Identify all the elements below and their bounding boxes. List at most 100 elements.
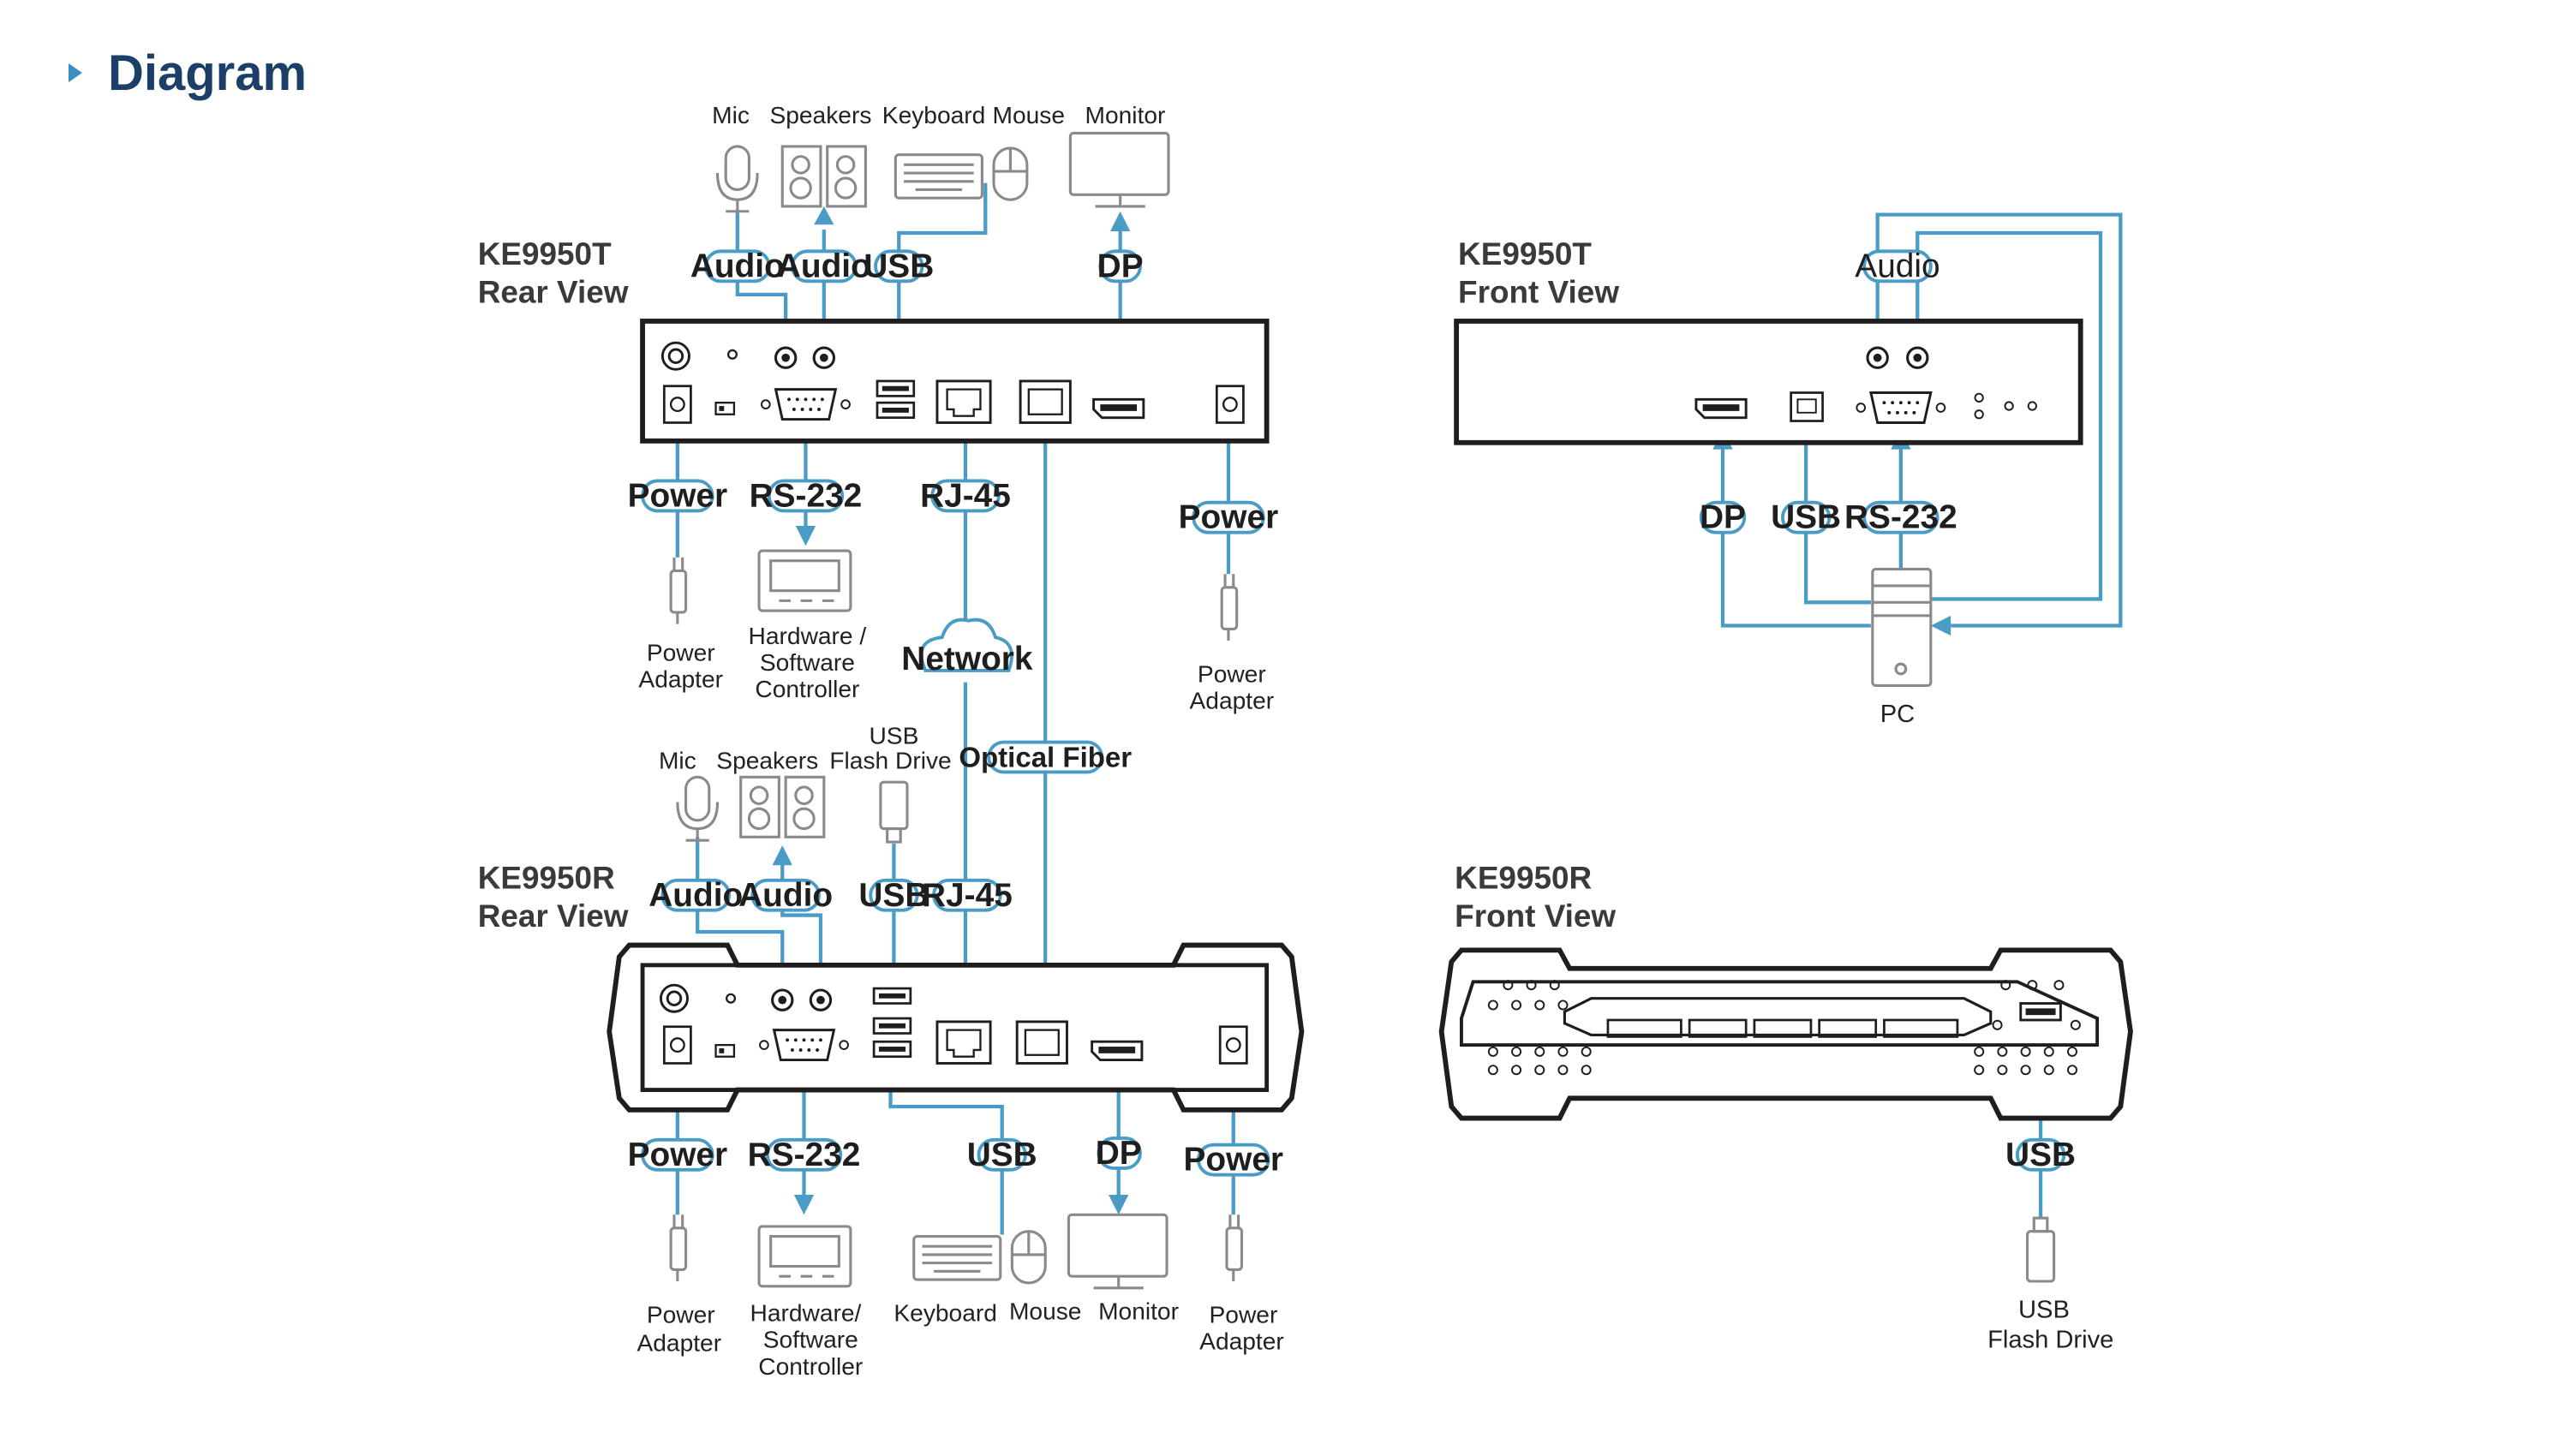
label-monitor: Monitor — [1098, 1298, 1179, 1325]
view-title-t-rear: KE9950T — [478, 236, 612, 272]
label-mic: Mic — [712, 101, 750, 128]
displayport-icon — [1091, 1040, 1144, 1062]
microphone-icon — [676, 775, 720, 842]
keyboard-icon — [912, 1234, 1002, 1281]
svg-text:Power: Power — [628, 1137, 728, 1173]
audio-port-icon — [771, 988, 794, 1011]
usb-port-icon — [872, 1040, 912, 1059]
power-adapter-icon — [669, 557, 688, 624]
pill-r-rs232: RS-232 — [748, 1137, 861, 1173]
svg-text:USB: USB — [1771, 499, 1841, 536]
label-mic: Mic — [659, 747, 696, 774]
ground-screw-icon — [659, 983, 689, 1013]
monitor-icon — [1068, 131, 1170, 208]
pill-tf-rs232: RS-232 — [1844, 499, 1957, 536]
power-jack-icon — [1215, 385, 1245, 424]
label-keyboard: Keyboard — [882, 101, 986, 128]
pill-t-mic-audio: Audio — [690, 248, 785, 284]
ke9950t-rear-unit — [640, 319, 1270, 444]
svg-text:Audio: Audio — [1855, 248, 1939, 284]
fiber-port-icon — [1019, 379, 1072, 424]
pill-t-power-right: Power — [1179, 499, 1279, 536]
triangle-bullet-icon — [69, 63, 82, 82]
audio-port-icon — [812, 346, 836, 369]
usb-port-icon — [872, 1017, 912, 1035]
audio-port-icon — [774, 346, 798, 369]
label-mouse: Mouse — [1009, 1298, 1082, 1325]
pill-r-power-right: Power — [1183, 1142, 1283, 1179]
ke9950t-front-unit — [1454, 319, 2083, 445]
svg-text:Audio: Audio — [648, 877, 743, 914]
rj45-port-icon — [935, 379, 992, 424]
front-button-row-icon — [1606, 1018, 1959, 1038]
pill-t-rs232: RS-232 — [750, 477, 863, 514]
pill-r-rj45: RJ-45 — [922, 877, 1013, 914]
view-title-r-front: KE9950R — [1455, 860, 1592, 895]
label-usb: USB — [869, 721, 918, 749]
pill-r-usb-kbm: USB — [967, 1137, 1037, 1173]
svg-text:USB: USB — [864, 248, 934, 284]
pc-tower-icon — [1871, 567, 1933, 688]
label-pc: PC — [1880, 701, 1915, 728]
section-header: Diagram — [69, 34, 307, 111]
label-controller: Controller — [758, 1352, 863, 1380]
pill-r-dp: DP — [1096, 1135, 1142, 1172]
label-adapter: Adapter — [637, 1329, 721, 1357]
label-adapter: Adapter — [638, 665, 723, 692]
label-adapter: Adapter — [1199, 1328, 1284, 1355]
label-speakers: Speakers — [769, 101, 871, 128]
svg-text:Power: Power — [628, 477, 728, 514]
microphone-icon — [715, 145, 759, 213]
usb-port-icon — [876, 379, 916, 397]
svg-text:USB: USB — [967, 1137, 1037, 1173]
arrow-t-to-speakers — [814, 206, 834, 225]
label-hardware: Hardware/ — [750, 1299, 862, 1327]
label-controller: Controller — [755, 675, 859, 702]
pill-r-usb-flash: USB — [858, 877, 929, 914]
device-labels: Mic Speakers Keyboard Mouse Monitor Powe… — [637, 101, 2113, 1380]
controller-icon — [757, 1225, 852, 1288]
arrow-r-to-monitor — [1109, 1194, 1129, 1215]
power-adapter-icon — [1220, 574, 1239, 641]
wire-tf-usb — [1803, 424, 1871, 605]
audio-port-icon — [1866, 346, 1889, 369]
displayport-icon — [1092, 397, 1145, 420]
ke9950r-rear-unit — [607, 942, 1305, 1113]
led-indicator-icon — [1974, 392, 2037, 420]
svg-text:Audio: Audio — [777, 248, 871, 284]
label-software: Software — [763, 1326, 858, 1353]
pill-t-dp: DP — [1097, 248, 1144, 284]
svg-text:RS-232: RS-232 — [1844, 499, 1957, 536]
power-adapter-icon — [669, 1214, 688, 1281]
label-hardware: Hardware / — [749, 622, 867, 649]
label-software: Software — [760, 648, 855, 676]
view-title-r-rear: KE9950R — [478, 860, 615, 895]
pill-t-power-left: Power — [628, 477, 728, 514]
arrow-tf-to-pc — [1930, 615, 1951, 636]
reset-hole-icon — [726, 993, 737, 1004]
mouse-icon — [1010, 1230, 1047, 1285]
label-power: Power — [1210, 1301, 1278, 1328]
view-subtitle-r-rear: Rear View — [478, 898, 629, 934]
network-cloud: Network — [901, 618, 1033, 677]
led-grid-right-icon — [1974, 980, 2081, 1076]
svg-text:RS-232: RS-232 — [750, 477, 863, 514]
svg-text:Network: Network — [901, 641, 1033, 677]
view-subtitle-t-front: Front View — [1458, 275, 1619, 310]
keyboard-icon — [894, 153, 983, 200]
displayport-icon — [1694, 397, 1748, 420]
speakers-icon — [739, 775, 826, 838]
svg-text:RJ-45: RJ-45 — [922, 877, 1013, 914]
usb-b-port-icon — [1790, 391, 1824, 422]
svg-text:Optical Fiber: Optical Fiber — [959, 742, 1132, 773]
dip-switch-icon — [714, 1043, 736, 1058]
reset-hole-icon — [726, 349, 738, 360]
arrow-r-to-speakers — [772, 844, 792, 866]
pill-t-speaker-audio: Audio — [777, 248, 871, 284]
page-title: Diagram — [108, 45, 308, 101]
monitor-icon — [1067, 1213, 1168, 1290]
svg-text:DP: DP — [1096, 1135, 1142, 1172]
svg-text:Audio: Audio — [690, 248, 785, 284]
label-power: Power — [647, 1301, 715, 1328]
speakers-icon — [780, 145, 867, 208]
